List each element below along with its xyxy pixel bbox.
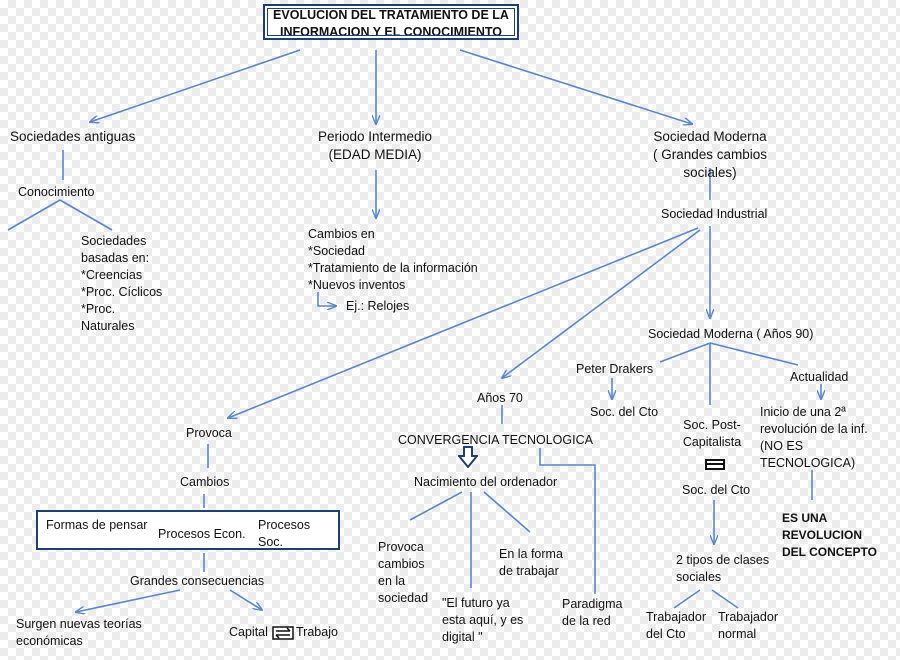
node-nuevas-teorias: Surgen nuevas teorías económicas bbox=[16, 617, 142, 648]
node-post-capitalista: Soc. Post- Capitalista bbox=[682, 418, 742, 449]
node-anos-70: Años 70 bbox=[477, 391, 523, 405]
node-cambios: Cambios bbox=[180, 475, 230, 489]
node-forma-trabajar: En la forma de trabajar bbox=[499, 547, 563, 578]
node-futuro-digital: "El futuro ya esta aquí, y es digital " bbox=[442, 596, 524, 644]
exchange-icon bbox=[272, 626, 294, 640]
node-periodo-intermedio: Periodo Intermedio (EDAD MEDIA) bbox=[317, 129, 433, 162]
node-paradigma-red: Paradigma de la red bbox=[562, 597, 623, 628]
node-trabajador-normal: Trabajador normal bbox=[718, 610, 778, 641]
node-procesos-soc: Procesos Soc. bbox=[258, 518, 311, 549]
node-sociedad-industrial: Sociedad Industrial bbox=[661, 207, 768, 221]
node-revolucion-concepto: ES UNA REVOLUCION DEL CONCEPTO bbox=[782, 511, 877, 559]
diagram-title: EVOLUCION DEL TRATAMIENTO DE LA INFORMAC… bbox=[263, 4, 519, 40]
down-arrow-icon bbox=[458, 446, 478, 468]
node-provoca-cambios: Provoca cambios en la sociedad bbox=[378, 540, 429, 605]
node-peter-drakers: Peter Drakers bbox=[576, 362, 654, 376]
node-trabajo: Trabajo bbox=[296, 625, 338, 639]
node-actualidad: Actualidad bbox=[790, 370, 849, 384]
node-soc-cto-2: Soc. del Cto bbox=[682, 483, 751, 497]
node-cambios-en: Cambios en *Sociedad *Tratamiento de la … bbox=[308, 227, 478, 292]
node-capital: Capital bbox=[229, 625, 268, 639]
node-sociedades-antiguas: Sociedades antiguas bbox=[10, 129, 136, 144]
cambios-box: Formas de pensar Procesos Econ. Procesos… bbox=[36, 510, 340, 550]
node-tipos-clases: 2 tipos de clases sociales bbox=[676, 553, 770, 584]
node-formas-pensar: Formas de pensar bbox=[46, 518, 148, 532]
node-conocimiento: Conocimiento bbox=[18, 185, 95, 199]
title-line-2: INFORMACION Y EL CONOCIMIENTO bbox=[279, 25, 502, 39]
node-sociedades-basadas: Sociedades basadas en: *Creencias *Proc.… bbox=[81, 234, 163, 333]
node-ejemplo-relojes: Ej.: Relojes bbox=[346, 299, 410, 313]
node-soc-cto-1: Soc. del Cto bbox=[590, 405, 659, 419]
node-sociedad-moderna: Sociedad Moderna ( Grandes cambios socia… bbox=[652, 129, 768, 180]
node-trabajador-cto: Trabajador del Cto bbox=[646, 610, 706, 641]
title-line-1: EVOLUCION DEL TRATAMIENTO DE LA bbox=[273, 8, 509, 22]
equivalence-icon bbox=[705, 459, 725, 470]
node-procesos-econ: Procesos Econ. bbox=[158, 527, 246, 541]
node-nacimiento-ordenador: Nacimiento del ordenador bbox=[414, 475, 558, 489]
node-segunda-revolucion: Inicio de una 2ª revolución de la inf. (… bbox=[760, 405, 868, 470]
node-grandes-consecuencias: Grandes consecuencias bbox=[130, 574, 265, 588]
node-convergencia: CONVERGENCIA TECNOLOGICA bbox=[398, 433, 593, 447]
node-sociedad-moderna-90: Sociedad Moderna ( Años 90) bbox=[648, 327, 814, 341]
node-provoca: Provoca bbox=[186, 426, 232, 440]
